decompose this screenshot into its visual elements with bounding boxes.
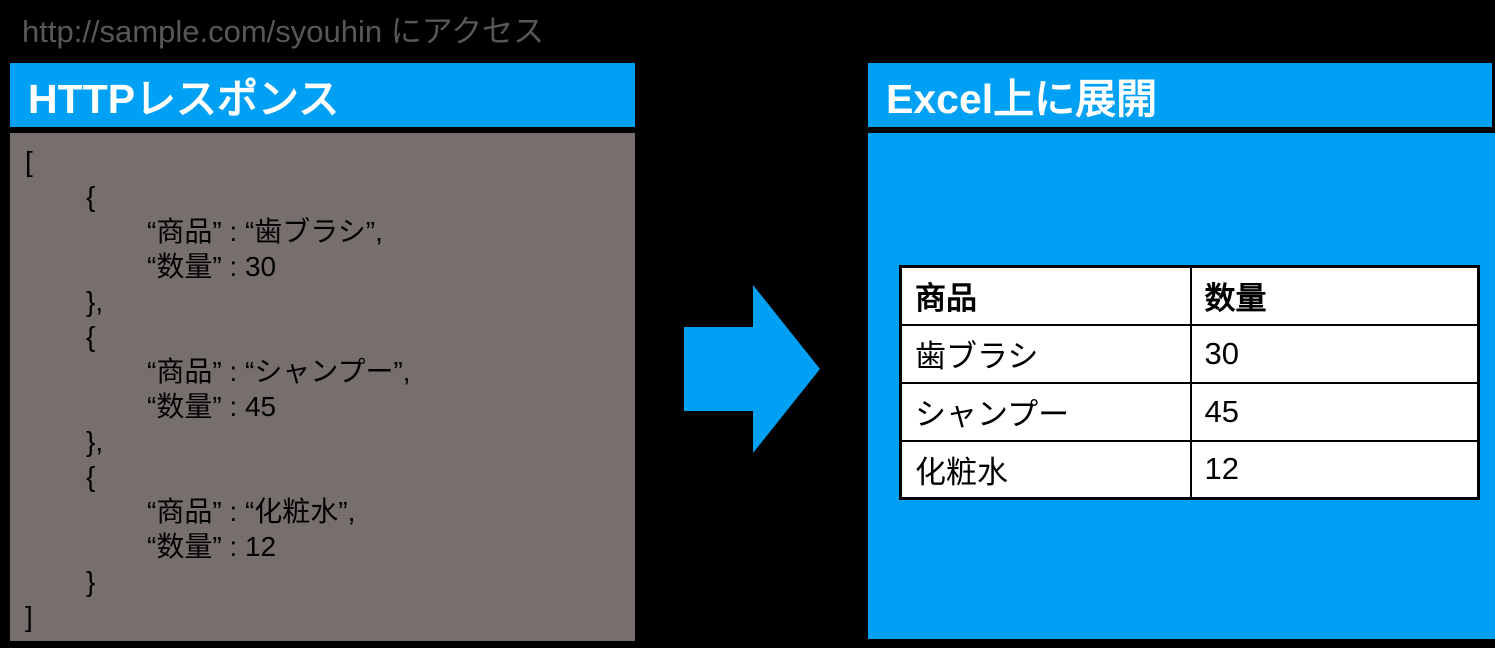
code-line: “商品” : “歯ブラシ”, bbox=[147, 216, 383, 247]
json-code: [ { “商品” : “歯ブラシ”, “数量” : 30}, { “商品” : “シャンプ… bbox=[10, 133, 635, 634]
code-line: { bbox=[86, 461, 96, 492]
http-response-header: HTTPレスポンス bbox=[10, 63, 635, 127]
table-cell: 歯ブラシ bbox=[899, 323, 1192, 384]
code-line: [ bbox=[25, 146, 33, 177]
table-header-cell: 数量 bbox=[1189, 265, 1480, 326]
code-line: “商品” : “化粧水”, bbox=[147, 496, 356, 527]
excel-panel-title: Excel上に展開 bbox=[886, 76, 1158, 122]
table-cell: 12 bbox=[1189, 439, 1480, 500]
code-line: ] bbox=[25, 601, 33, 632]
excel-panel-header: Excel上に展開 bbox=[868, 63, 1492, 127]
code-line: “商品” : “シャンプー”, bbox=[147, 356, 411, 387]
http-response-body: [ { “商品” : “歯ブラシ”, “数量” : 30}, { “商品” : “シャンプ… bbox=[10, 133, 635, 641]
table-cell: シャンプー bbox=[899, 381, 1192, 442]
code-line: { bbox=[86, 321, 96, 352]
table-header-cell: 商品 bbox=[899, 265, 1192, 326]
url-note: http://sample.com/syouhin にアクセス bbox=[22, 14, 545, 49]
code-line: }, bbox=[86, 286, 104, 317]
code-line: } bbox=[86, 566, 96, 597]
table-cell: 45 bbox=[1189, 381, 1480, 442]
code-line: “数量” : 12 bbox=[147, 531, 277, 562]
table-header-row: 商品数量 bbox=[899, 265, 1480, 326]
table-cell: 30 bbox=[1189, 323, 1480, 384]
code-line: }, bbox=[86, 426, 104, 457]
http-response-title: HTTPレスポンス bbox=[28, 76, 340, 122]
right-arrow-icon bbox=[684, 285, 820, 453]
code-line: { bbox=[86, 181, 96, 212]
code-line: “数量” : 30 bbox=[147, 251, 277, 282]
code-line: “数量” : 45 bbox=[147, 391, 277, 422]
table-cell: 化粧水 bbox=[899, 439, 1192, 500]
